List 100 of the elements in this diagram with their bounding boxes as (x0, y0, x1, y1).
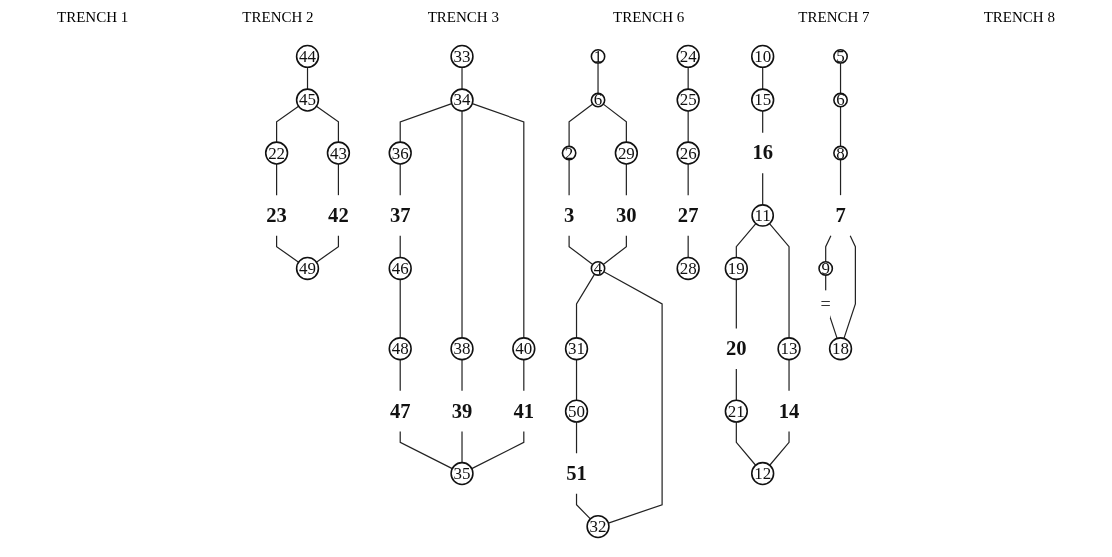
connector (575, 421, 578, 454)
connector (276, 235, 300, 263)
node-text: 30 (616, 203, 637, 227)
connector (399, 103, 453, 143)
connector (843, 235, 856, 339)
connector (687, 110, 689, 143)
node-circle: 6 (590, 92, 606, 108)
connector (625, 163, 627, 196)
node-circle: 11 (751, 204, 775, 227)
connector (768, 222, 790, 339)
node-circle: 8 (833, 145, 848, 161)
connector (597, 62, 599, 94)
connector (839, 106, 842, 147)
node-text: 51 (566, 461, 587, 485)
connector (461, 110, 463, 339)
connector (399, 278, 401, 339)
node-text: 20 (726, 336, 747, 360)
node-circle: 13 (777, 337, 801, 361)
connector (276, 105, 300, 143)
connector (735, 222, 757, 259)
trench-heading: TRENCH 7 (798, 8, 870, 26)
node-circle: 38 (450, 337, 474, 361)
node-circle: 40 (512, 337, 536, 361)
connector (603, 271, 663, 524)
node-text: 27 (677, 203, 699, 227)
node-circle: 10 (751, 44, 775, 69)
node-circle: 18 (828, 337, 853, 361)
node-circle: 6 (833, 92, 848, 108)
node-circle: 22 (264, 141, 289, 165)
node-circle: 19 (724, 256, 748, 281)
node-circle: 12 (751, 461, 775, 486)
node-circle: 15 (751, 88, 775, 112)
node-text: 23 (266, 203, 287, 227)
connector (399, 359, 401, 392)
node-circle: 32 (586, 514, 610, 539)
connector (687, 163, 689, 196)
node-text: 14 (778, 399, 800, 423)
node-text: 3 (563, 203, 575, 227)
connector (461, 359, 463, 392)
trench-heading: TRENCH 8 (983, 8, 1055, 26)
node-circle: 5 (833, 48, 848, 64)
node-circle: 43 (326, 141, 351, 165)
connector (687, 235, 689, 259)
node-circle: 34 (450, 88, 474, 112)
node-text: 16 (752, 141, 773, 165)
node-circle: 1 (590, 48, 606, 64)
node-circle: 28 (676, 256, 700, 281)
connector (461, 430, 463, 464)
node-text: 47 (389, 399, 411, 423)
connector (306, 66, 309, 90)
connector (568, 235, 594, 266)
node-circle: 35 (450, 461, 474, 486)
connector (575, 359, 578, 401)
node-circle: 21 (724, 399, 748, 423)
connector (461, 66, 463, 90)
connector (315, 105, 339, 143)
node-text: 37 (389, 203, 411, 227)
connector (337, 163, 339, 196)
node-circle: 45 (295, 88, 320, 112)
connector (735, 421, 757, 466)
connector (276, 163, 278, 196)
connector (399, 235, 401, 259)
node-circle: 2 (561, 145, 577, 161)
connector (735, 368, 737, 401)
node-circle: 36 (388, 141, 412, 165)
connector (568, 103, 594, 147)
connector (568, 159, 570, 196)
node-text: 7 (835, 203, 846, 227)
edge-label: = (820, 293, 831, 314)
trench-heading: TRENCH 3 (427, 8, 499, 26)
connector (315, 235, 339, 263)
trench-heading: TRENCH 1 (57, 8, 129, 26)
node-circle: 31 (564, 337, 589, 361)
connector (575, 493, 591, 520)
connector (471, 430, 525, 470)
trench-heading: TRENCH 6 (613, 8, 685, 26)
connector (769, 430, 790, 466)
node-circle: 24 (676, 44, 700, 69)
node-text: 41 (513, 399, 535, 423)
node-circle: 44 (295, 44, 320, 69)
connector (839, 159, 842, 196)
node-circle: 25 (676, 88, 700, 112)
connector (399, 163, 401, 196)
connector (762, 66, 764, 90)
connector (839, 62, 842, 94)
connector (687, 66, 689, 90)
node-circle: 33 (450, 44, 474, 69)
node-circle: 46 (388, 256, 412, 281)
connector (762, 172, 764, 206)
connector (825, 235, 832, 263)
node-circle: 48 (388, 337, 412, 361)
connector (471, 103, 525, 339)
node-circle: 50 (564, 399, 589, 423)
connector (602, 235, 627, 265)
connector (735, 278, 737, 330)
trench-heading: TRENCH 2 (242, 8, 314, 26)
connector (575, 273, 596, 339)
node-circle: 49 (295, 256, 320, 281)
node-circle: 29 (614, 141, 639, 165)
node-circle: 9 (818, 261, 834, 276)
